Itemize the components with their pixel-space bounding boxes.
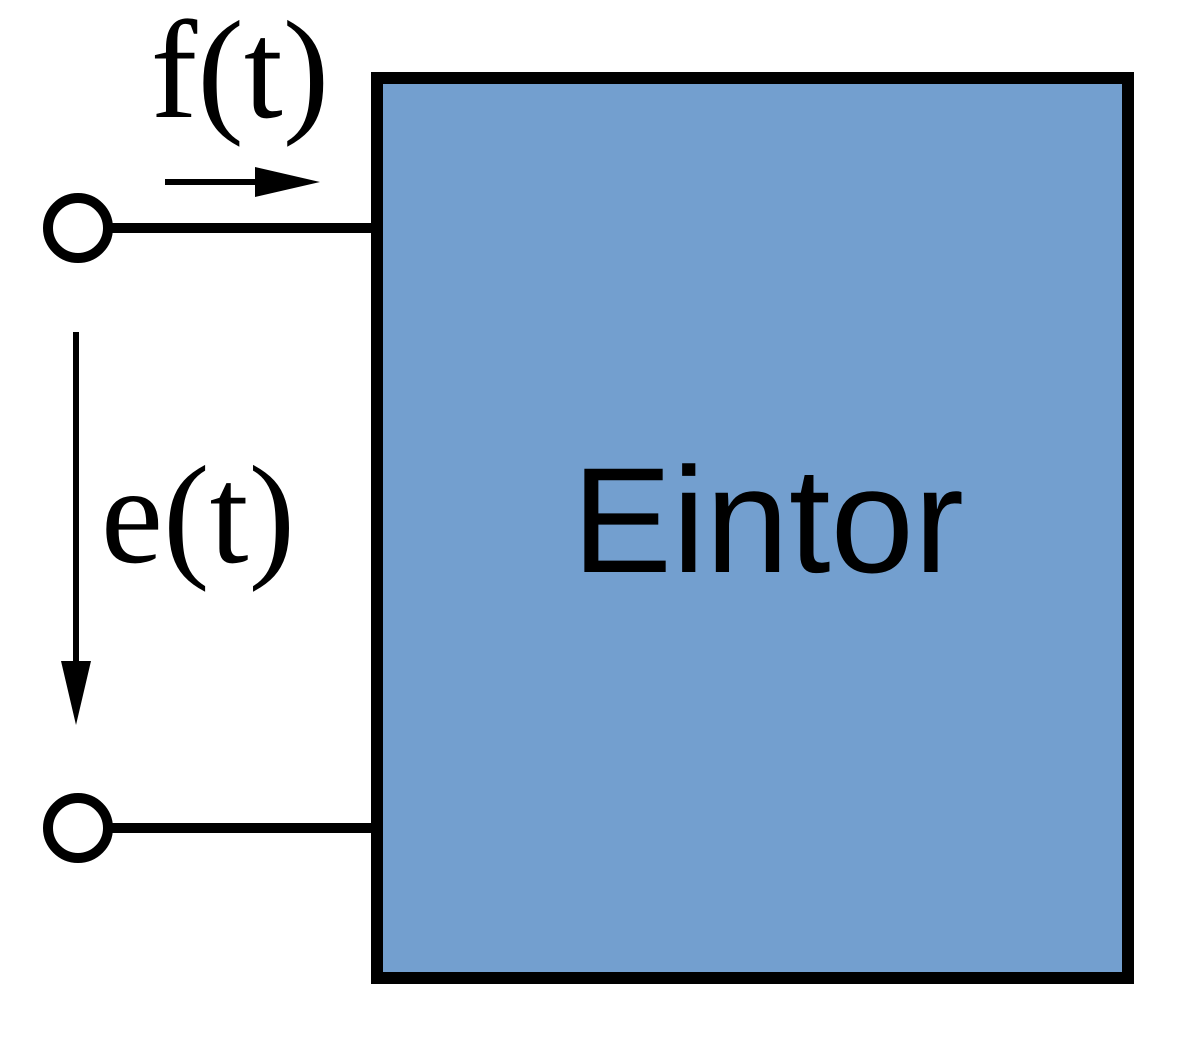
block-label: Eintor xyxy=(572,436,964,604)
flow-label: f(t) xyxy=(151,0,330,148)
eintor-block xyxy=(371,72,1134,984)
effort-arrow-icon xyxy=(61,332,91,725)
top-terminal-icon xyxy=(43,193,113,263)
bottom-terminal-icon xyxy=(43,793,113,863)
effort-label: e(t) xyxy=(101,438,295,593)
flow-arrow-icon xyxy=(165,167,320,197)
